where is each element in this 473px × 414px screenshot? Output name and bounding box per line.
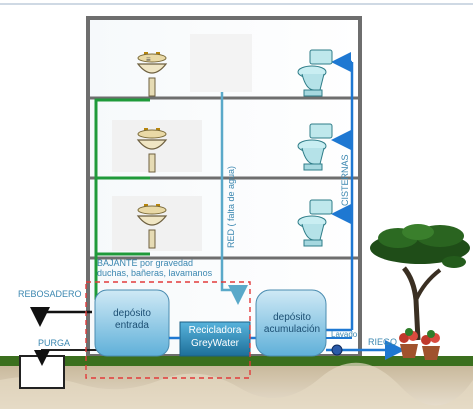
- accumulation-tank: [255, 289, 327, 357]
- flower-pot-icon: [399, 328, 440, 360]
- downpipe-label: BAJANTE por gravedad duchas, bañeras, la…: [97, 258, 212, 278]
- accumulation-tank-label-line2: acumulación: [263, 324, 321, 335]
- washbasin-icon: ≡: [136, 52, 168, 97]
- valve-icon: [331, 344, 343, 356]
- greywater-recycler: [179, 321, 251, 357]
- treatment-zone-outline: [85, 281, 251, 379]
- cistern-pipe: [326, 52, 354, 332]
- entry-tank-label-line2: entrada: [115, 320, 149, 331]
- purge-label: PURGA: [38, 338, 71, 348]
- cisterns-label: CISTERNAS: [340, 154, 350, 206]
- svg-text:≡: ≡: [146, 55, 151, 64]
- toilet-icon: [297, 199, 333, 247]
- network-pipe: [220, 92, 248, 305]
- washbasin-icon: [136, 204, 168, 249]
- purge-pit: [19, 349, 100, 389]
- soil-texture: [0, 362, 473, 409]
- tree-icon: [370, 224, 470, 341]
- accumulation-tank-label: depósito acumulación: [258, 312, 326, 336]
- downpipe-label-line1: BAJANTE por gravedad: [97, 258, 194, 268]
- entry-tank: [94, 289, 170, 357]
- irrigation-label: RIEGO: [368, 337, 398, 347]
- accumulation-tank-label-line1: depósito: [273, 312, 311, 323]
- overflow-label: REBOSADERO: [18, 289, 82, 299]
- entry-tank-label: depósito entrada: [100, 308, 164, 332]
- network-label: RED ( falta de agua): [226, 165, 236, 248]
- entry-tank-label-line1: depósito: [113, 308, 151, 319]
- recycler-label: Recicladora GreyWater: [180, 324, 250, 350]
- wash-label: Lavado: [331, 330, 358, 339]
- window-panel: [190, 34, 252, 92]
- washbasin-icon: [136, 128, 168, 173]
- recycler-label-line1: Recicladora: [188, 325, 242, 336]
- toilet-icon: [297, 49, 333, 97]
- recycler-label-line2: GreyWater: [191, 338, 239, 349]
- downpipe-label-line2: duchas, bañeras, lavamanos: [97, 268, 213, 278]
- overflow-pipe: [30, 307, 92, 327]
- ground-strip: [0, 356, 473, 366]
- toilet-icon: [297, 123, 333, 171]
- greywater-downpipe: [94, 98, 150, 300]
